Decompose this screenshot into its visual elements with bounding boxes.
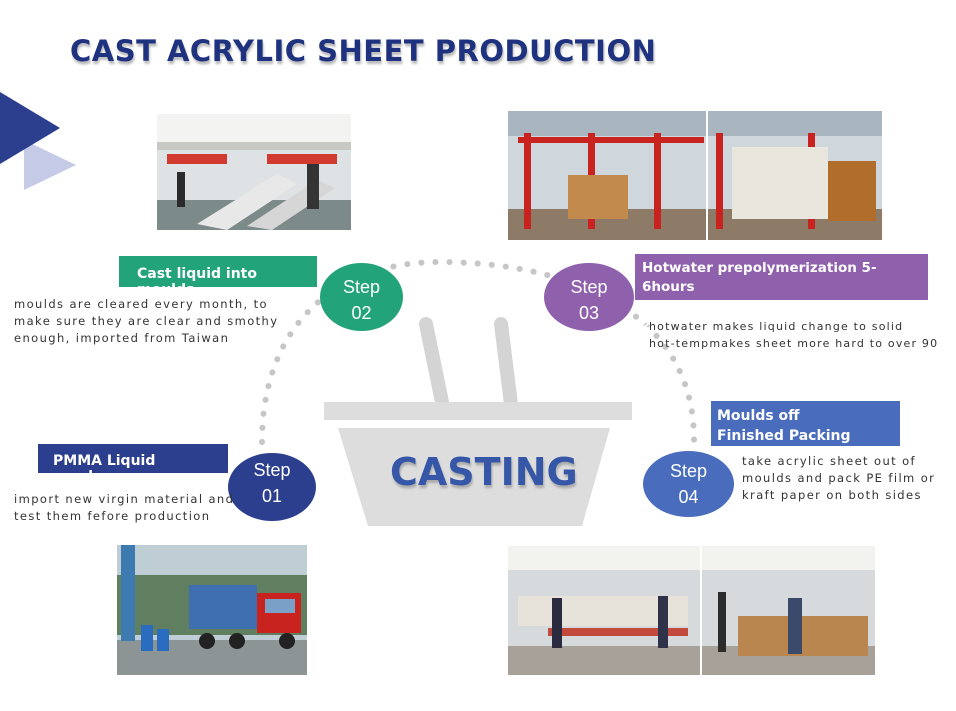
step-04-description: take acrylic sheet out of moulds and pac… [742, 454, 936, 502]
step-01-description: import new virgin material and test them… [14, 492, 235, 523]
step-01-label: PMMA Liquid purchase [38, 444, 228, 485]
step-03-circle: Step 03 [544, 263, 634, 331]
photo-liquid-delivery-truck [117, 545, 307, 675]
step-04-label: Moulds off Finished Packing [711, 401, 900, 446]
step-03-label: Hotwater prepolymerization 5-6hours Hot-… [635, 254, 928, 333]
step-03-word: Step [570, 277, 608, 297]
step-03-number: 03 [578, 303, 600, 323]
step-01-number: 01 [261, 486, 283, 506]
step-02-word: Step [342, 277, 381, 297]
photo-prepolymerization-room [508, 111, 882, 240]
casting-label: CASTING [390, 450, 578, 494]
photo-moulding-workshop [157, 114, 351, 230]
photo-packing-area [508, 546, 875, 675]
step-04-number: 04 [678, 487, 699, 507]
step-02-number: 02 [351, 303, 372, 323]
step-02-circle: Step 02 [320, 263, 403, 331]
step-04-circle: Step 04 [643, 451, 734, 517]
step-02-description: moulds are cleared every month, to make … [14, 297, 279, 345]
step-01-word: Step [253, 460, 291, 480]
arrow-decoration-icon [0, 92, 76, 190]
basket-icon [324, 317, 632, 526]
step-03-description: hotwater makes liquid change to solid ho… [649, 320, 939, 350]
step-04-word: Step [669, 461, 708, 481]
page-title: CAST ACRYLIC SHEET PRODUCTION [70, 34, 657, 68]
step-02-label: Cast liquid into moulds [119, 256, 317, 298]
step-01-circle: Step 01 [228, 453, 316, 521]
